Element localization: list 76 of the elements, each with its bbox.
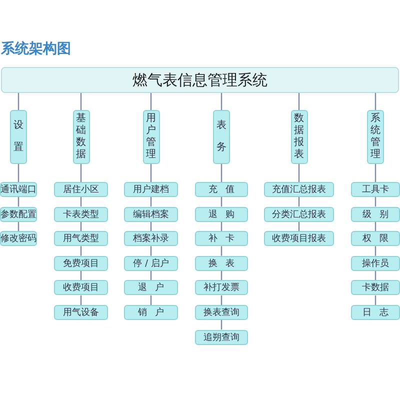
- connector-line: [150, 295, 152, 305]
- connector-line: [18, 222, 20, 232]
- function-box: 补卡: [195, 231, 248, 246]
- function-box: 通讯端口: [0, 182, 37, 197]
- diagram-title: 系统架构图: [1, 40, 71, 58]
- module-box: 表务: [213, 110, 230, 164]
- module-box: 用户管理: [142, 110, 160, 164]
- connector-line: [374, 197, 376, 207]
- function-box: 居住小区: [54, 182, 108, 197]
- function-box: 用户建档: [124, 182, 178, 197]
- module-box: 设置: [10, 110, 27, 164]
- connector-line: [374, 93, 376, 110]
- connector-line: [18, 164, 20, 182]
- connector-line: [80, 222, 82, 232]
- connector-line: [298, 222, 300, 232]
- function-box: 用气类型: [54, 231, 108, 246]
- connector-line: [150, 270, 152, 280]
- connector-line: [80, 270, 82, 280]
- connector-line: [220, 270, 222, 280]
- function-box: 销户: [124, 305, 178, 320]
- function-box: 换表: [195, 256, 248, 271]
- function-box: 充值: [195, 182, 248, 197]
- system-box: 燃气表信息管理系统: [1, 67, 399, 93]
- function-box: 退购: [195, 206, 248, 222]
- function-box: 卡数据: [351, 280, 400, 296]
- connector-line: [18, 197, 20, 207]
- function-box: 日志: [351, 305, 400, 320]
- connector-line: [80, 197, 82, 207]
- function-box: 收费项目报表: [264, 231, 334, 246]
- function-box: 参数配置: [0, 206, 37, 222]
- connector-line: [150, 246, 152, 256]
- connector-line: [220, 295, 222, 305]
- connector-line: [298, 164, 300, 182]
- connector-line: [374, 295, 376, 305]
- function-box: 停 / 启户: [124, 256, 178, 271]
- function-box: 退户: [124, 280, 178, 296]
- connector-line: [80, 295, 82, 305]
- connector-line: [150, 222, 152, 232]
- function-box: 编辑档案: [124, 206, 178, 222]
- connector-line: [374, 246, 376, 256]
- function-box: 工具卡: [351, 182, 400, 197]
- connector-line: [220, 197, 222, 207]
- connector-line: [80, 246, 82, 256]
- connector-line: [80, 93, 82, 110]
- function-box: 级别: [351, 206, 400, 222]
- function-box: 用气设备: [54, 305, 108, 320]
- function-box: 收费项目: [54, 280, 108, 296]
- function-box: 操作员: [351, 256, 400, 271]
- module-box: 系统管理: [367, 110, 384, 164]
- connector-line: [150, 93, 152, 110]
- function-box: 权限: [351, 231, 400, 246]
- connector-line: [150, 197, 152, 207]
- connector-line: [220, 164, 222, 182]
- function-box: 修改密码: [0, 231, 37, 246]
- connector-line: [374, 164, 376, 182]
- function-box: 档案补录: [124, 231, 178, 246]
- connector-line: [374, 222, 376, 232]
- connector-line: [80, 164, 82, 182]
- connector-line: [18, 93, 20, 110]
- function-box: 追朔查询: [195, 330, 248, 345]
- function-box: 补打发票: [195, 280, 248, 296]
- connector-line: [150, 164, 152, 182]
- function-box: 卡表类型: [54, 206, 108, 222]
- function-box: 充值汇总报表: [264, 182, 334, 197]
- function-box: 免费项目: [54, 256, 108, 271]
- module-box: 数据报表: [290, 110, 308, 164]
- function-box: 换表查询: [195, 305, 248, 320]
- connector-line: [298, 197, 300, 207]
- connector-line: [220, 93, 222, 110]
- connector-line: [298, 93, 300, 110]
- module-box: 基础数据: [72, 110, 90, 164]
- function-box: 分类汇总报表: [264, 206, 334, 222]
- connector-line: [374, 270, 376, 280]
- connector-line: [220, 222, 222, 232]
- connector-line: [220, 246, 222, 256]
- connector-line: [220, 320, 222, 330]
